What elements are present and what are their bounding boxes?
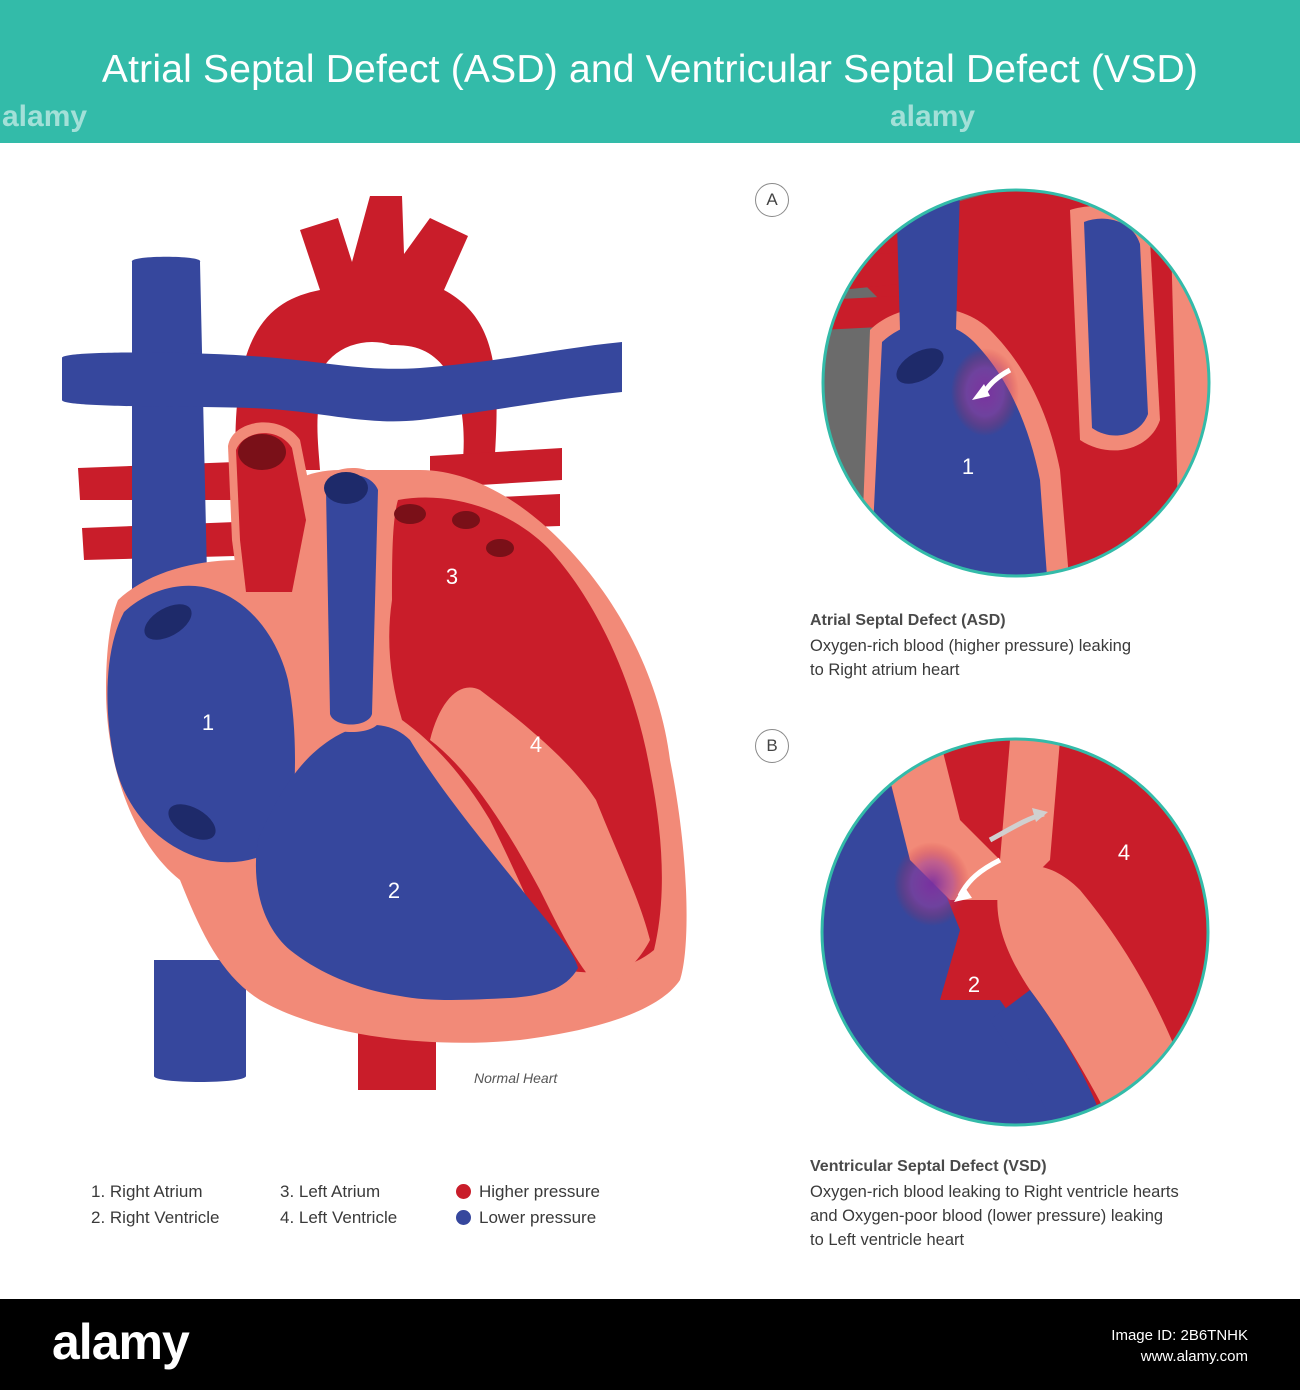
footer-bar: alamy Image ID: 2B6TNHK www.alamy.com <box>0 1299 1300 1390</box>
asd-caption-text: Oxygen-rich blood (higher pressure) leak… <box>810 637 1131 679</box>
zoom-panel-asd: 1 <box>821 188 1211 578</box>
vsd-caption-title: Ventricular Septal Defect (VSD) <box>810 1158 1047 1175</box>
right-atrium <box>107 585 295 863</box>
vsd-caption-text: Oxygen-rich blood leaking to Right ventr… <box>810 1183 1179 1249</box>
main-heart: 1 2 3 4 <box>62 196 687 1090</box>
legend-key-high: Higher pressure <box>479 1182 600 1201</box>
chamber-label: 2 <box>968 972 980 997</box>
legend-dot-low <box>456 1210 471 1225</box>
chamber-label: 1 <box>202 710 214 735</box>
panel-badge-a: A <box>755 183 789 217</box>
zoom-panel-vsd: 4 2 <box>820 737 1210 1127</box>
inferior-vena-cava <box>154 960 246 1082</box>
footer-logo: alamy <box>52 1314 190 1370</box>
legend-key-low: Lower pressure <box>479 1208 597 1227</box>
watermark: alamy <box>890 100 976 133</box>
asd-caption-title: Atrial Septal Defect (ASD) <box>810 612 1006 629</box>
watermark: alamy <box>2 100 88 133</box>
right-ventricle <box>255 725 579 1000</box>
superior-vena-cava <box>131 256 208 620</box>
legend-item: 3. Left Atrium <box>280 1182 381 1201</box>
page-title: Atrial Septal Defect (ASD) and Ventricul… <box>101 48 1199 91</box>
heart-illustration: 1 2 3 4 1 <box>62 188 1211 1127</box>
chamber-label: 2 <box>388 878 400 903</box>
panel-badge-b: B <box>755 729 789 763</box>
legend-item: 2. Right Ventricle <box>91 1208 220 1227</box>
heart-caption: Normal Heart <box>474 1070 558 1086</box>
pulmonary-artery <box>62 342 622 422</box>
footer-info: Image ID: 2B6TNHK www.alamy.com <box>1111 1327 1248 1365</box>
header-banner <box>0 0 1300 143</box>
chamber-label: 1 <box>962 454 974 479</box>
pulmonary-trunk <box>326 475 378 725</box>
legend-dot-high <box>456 1184 471 1199</box>
legend-item: 1. Right Atrium <box>91 1182 203 1201</box>
chamber-label: 3 <box>446 564 458 589</box>
chamber-label: 4 <box>1118 840 1130 865</box>
chamber-label: 4 <box>530 732 542 757</box>
legend-item: 4. Left Ventricle <box>280 1208 398 1227</box>
